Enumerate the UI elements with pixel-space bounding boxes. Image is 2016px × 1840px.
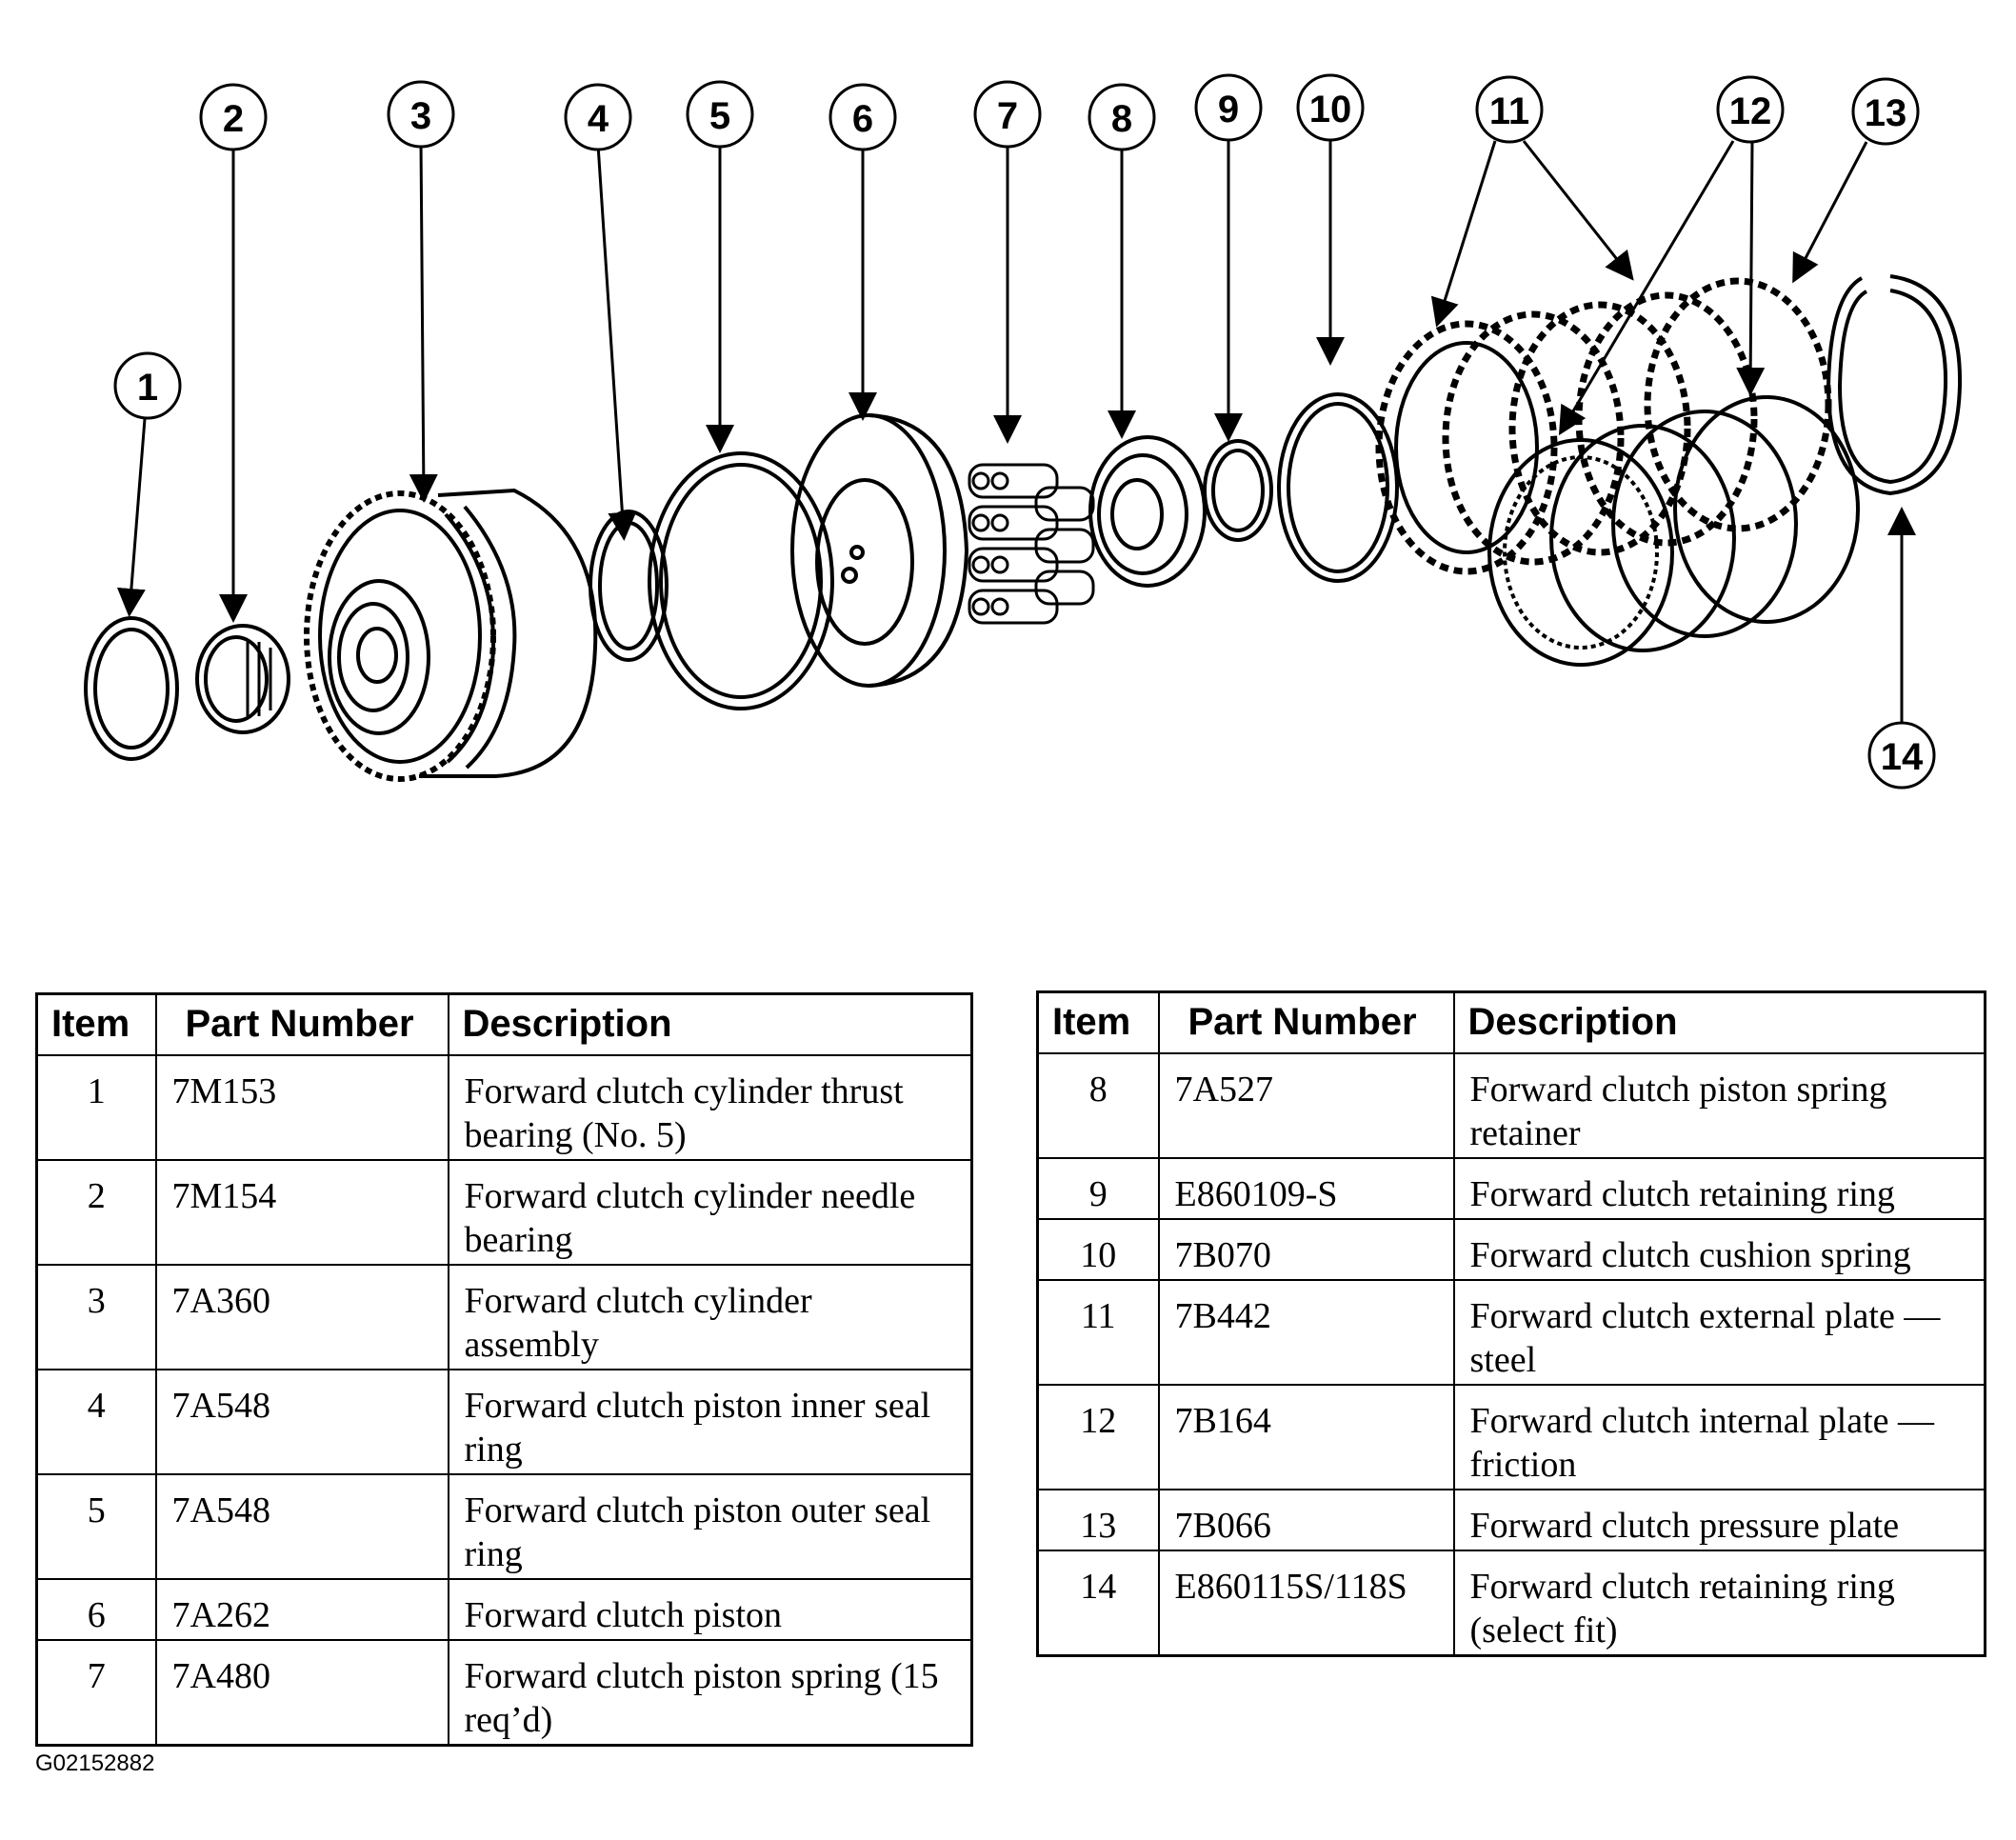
piston-springs-part — [968, 463, 1095, 625]
callout-4-label: 4 — [588, 98, 609, 140]
callout-14-label: 14 — [1881, 736, 1924, 778]
table-header-row: Item Part Number Description — [1036, 990, 1986, 1054]
item-cell: 9 — [1036, 1157, 1160, 1220]
description-cell: Forward clutch cylinder assembly — [447, 1264, 973, 1370]
column-header-description: Description — [1452, 990, 1986, 1054]
part-number-cell: 7A548 — [154, 1473, 449, 1580]
item-cell: 5 — [35, 1473, 157, 1580]
description-cell: Forward clutch cylinder thrust bearing (… — [447, 1054, 973, 1161]
column-header-description: Description — [447, 992, 973, 1056]
outer-seal-ring-part — [648, 451, 834, 710]
part-number-cell: 7A527 — [1157, 1052, 1455, 1159]
callout-1-label: 1 — [137, 367, 158, 409]
description-cell: Forward clutch piston — [447, 1578, 973, 1641]
table-row: 13 7B066 Forward clutch pressure plate — [1036, 1489, 1986, 1551]
table-row: 2 7M154 Forward clutch cylinder needle b… — [35, 1159, 973, 1266]
description-cell: Forward clutch retaining ring (select fi… — [1452, 1550, 1986, 1657]
column-header-item: Item — [1036, 990, 1160, 1054]
item-cell: 4 — [35, 1369, 157, 1475]
item-cell: 10 — [1036, 1218, 1160, 1281]
clutch-plates-part — [1375, 277, 1860, 667]
description-cell: Forward clutch piston spring retainer — [1452, 1052, 1986, 1159]
cushion-spring-part — [1277, 392, 1399, 583]
table-row: 4 7A548 Forward clutch piston inner seal… — [35, 1369, 973, 1475]
description-cell: Forward clutch external plate — steel — [1452, 1279, 1986, 1386]
table-row: 9 E860109-S Forward clutch retaining rin… — [1036, 1157, 1986, 1220]
item-cell: 13 — [1036, 1489, 1160, 1551]
table-row: 1 7M153 Forward clutch cylinder thrust b… — [35, 1054, 973, 1161]
table-row: 10 7B070 Forward clutch cushion spring — [1036, 1218, 1986, 1281]
table-header-row: Item Part Number Description — [35, 992, 973, 1056]
callout-8-label: 8 — [1111, 98, 1132, 140]
part-number-cell: 7A360 — [154, 1264, 449, 1370]
description-cell: Forward clutch internal plate — friction — [1452, 1384, 1986, 1490]
table-row: 3 7A360 Forward clutch cylinder assembly — [35, 1264, 973, 1370]
part-number-cell: 7A262 — [154, 1578, 449, 1641]
item-cell: 3 — [35, 1264, 157, 1370]
table-row: 12 7B164 Forward clutch internal plate —… — [1036, 1384, 1986, 1490]
callout-5-label: 5 — [709, 95, 730, 137]
clutch-cylinder-part — [304, 488, 598, 782]
item-cell: 6 — [35, 1578, 157, 1641]
part-number-cell: 7M154 — [154, 1159, 449, 1266]
table-row: 11 7B442 Forward clutch external plate —… — [1036, 1279, 1986, 1386]
part-number-cell: E860109-S — [1157, 1157, 1455, 1220]
item-cell: 2 — [35, 1159, 157, 1266]
item-cell: 8 — [1036, 1052, 1160, 1159]
column-header-item: Item — [35, 992, 157, 1056]
callout-11-label: 11 — [1489, 90, 1529, 132]
callout-6-label: 6 — [852, 98, 873, 140]
item-cell: 11 — [1036, 1279, 1160, 1386]
part-number-cell: 7A480 — [154, 1639, 449, 1747]
table-row: 7 7A480 Forward clutch piston spring (15… — [35, 1639, 973, 1747]
table-row: 14 E860115S/118S Forward clutch retainin… — [1036, 1550, 1986, 1657]
item-cell: 14 — [1036, 1550, 1160, 1657]
part-number-cell: E860115S/118S — [1157, 1550, 1455, 1657]
callout-12-label: 12 — [1729, 90, 1772, 132]
exploded-view-diagram: 1 2 3 4 5 6 7 8 9 10 11 12 13 14 — [84, 73, 1963, 790]
needle-bearing-part — [195, 624, 290, 734]
thrust-bearing-part — [84, 616, 179, 761]
callout-10-label: 10 — [1309, 89, 1352, 130]
item-cell: 12 — [1036, 1384, 1160, 1490]
description-cell: Forward clutch pressure plate — [1452, 1489, 1986, 1551]
part-number-cell: 7B442 — [1157, 1279, 1455, 1386]
parts-table-right: Item Part Number Description 8 7A527 For… — [1036, 990, 1986, 1657]
retaining-ring-part — [1203, 439, 1273, 542]
description-cell: Forward clutch piston inner seal ring — [447, 1369, 973, 1475]
column-header-part-number: Part Number — [1157, 990, 1455, 1054]
parts-table-left: Item Part Number Description 1 7M153 For… — [35, 992, 973, 1747]
description-cell: Forward clutch cushion spring — [1452, 1218, 1986, 1281]
part-number-cell: 7A548 — [154, 1369, 449, 1475]
description-cell: Forward clutch piston outer seal ring — [447, 1473, 973, 1580]
callout-9-label: 9 — [1218, 89, 1239, 130]
callout-2-label: 2 — [223, 98, 244, 140]
table-row: 6 7A262 Forward clutch piston — [35, 1578, 973, 1641]
retaining-ring-select-fit-part — [1826, 274, 1963, 496]
part-number-cell: 7B066 — [1157, 1489, 1455, 1551]
callout-13-label: 13 — [1865, 92, 1907, 134]
spring-retainer-part — [1088, 435, 1207, 588]
item-cell: 7 — [35, 1639, 157, 1747]
part-number-cell: 7M153 — [154, 1054, 449, 1161]
callout-7-label: 7 — [997, 95, 1018, 137]
figure-id: G02152882 — [35, 1750, 155, 1776]
description-cell: Forward clutch retaining ring — [1452, 1157, 1986, 1220]
part-number-cell: 7B070 — [1157, 1218, 1455, 1281]
item-cell: 1 — [35, 1054, 157, 1161]
description-cell: Forward clutch piston spring (15 req’d) — [447, 1639, 973, 1747]
description-cell: Forward clutch cylinder needle bearing — [447, 1159, 973, 1266]
callout-3-label: 3 — [410, 95, 431, 137]
table-row: 8 7A527 Forward clutch piston spring ret… — [1036, 1052, 1986, 1159]
table-row: 5 7A548 Forward clutch piston outer seal… — [35, 1473, 973, 1580]
part-number-cell: 7B164 — [1157, 1384, 1455, 1490]
column-header-part-number: Part Number — [154, 992, 449, 1056]
